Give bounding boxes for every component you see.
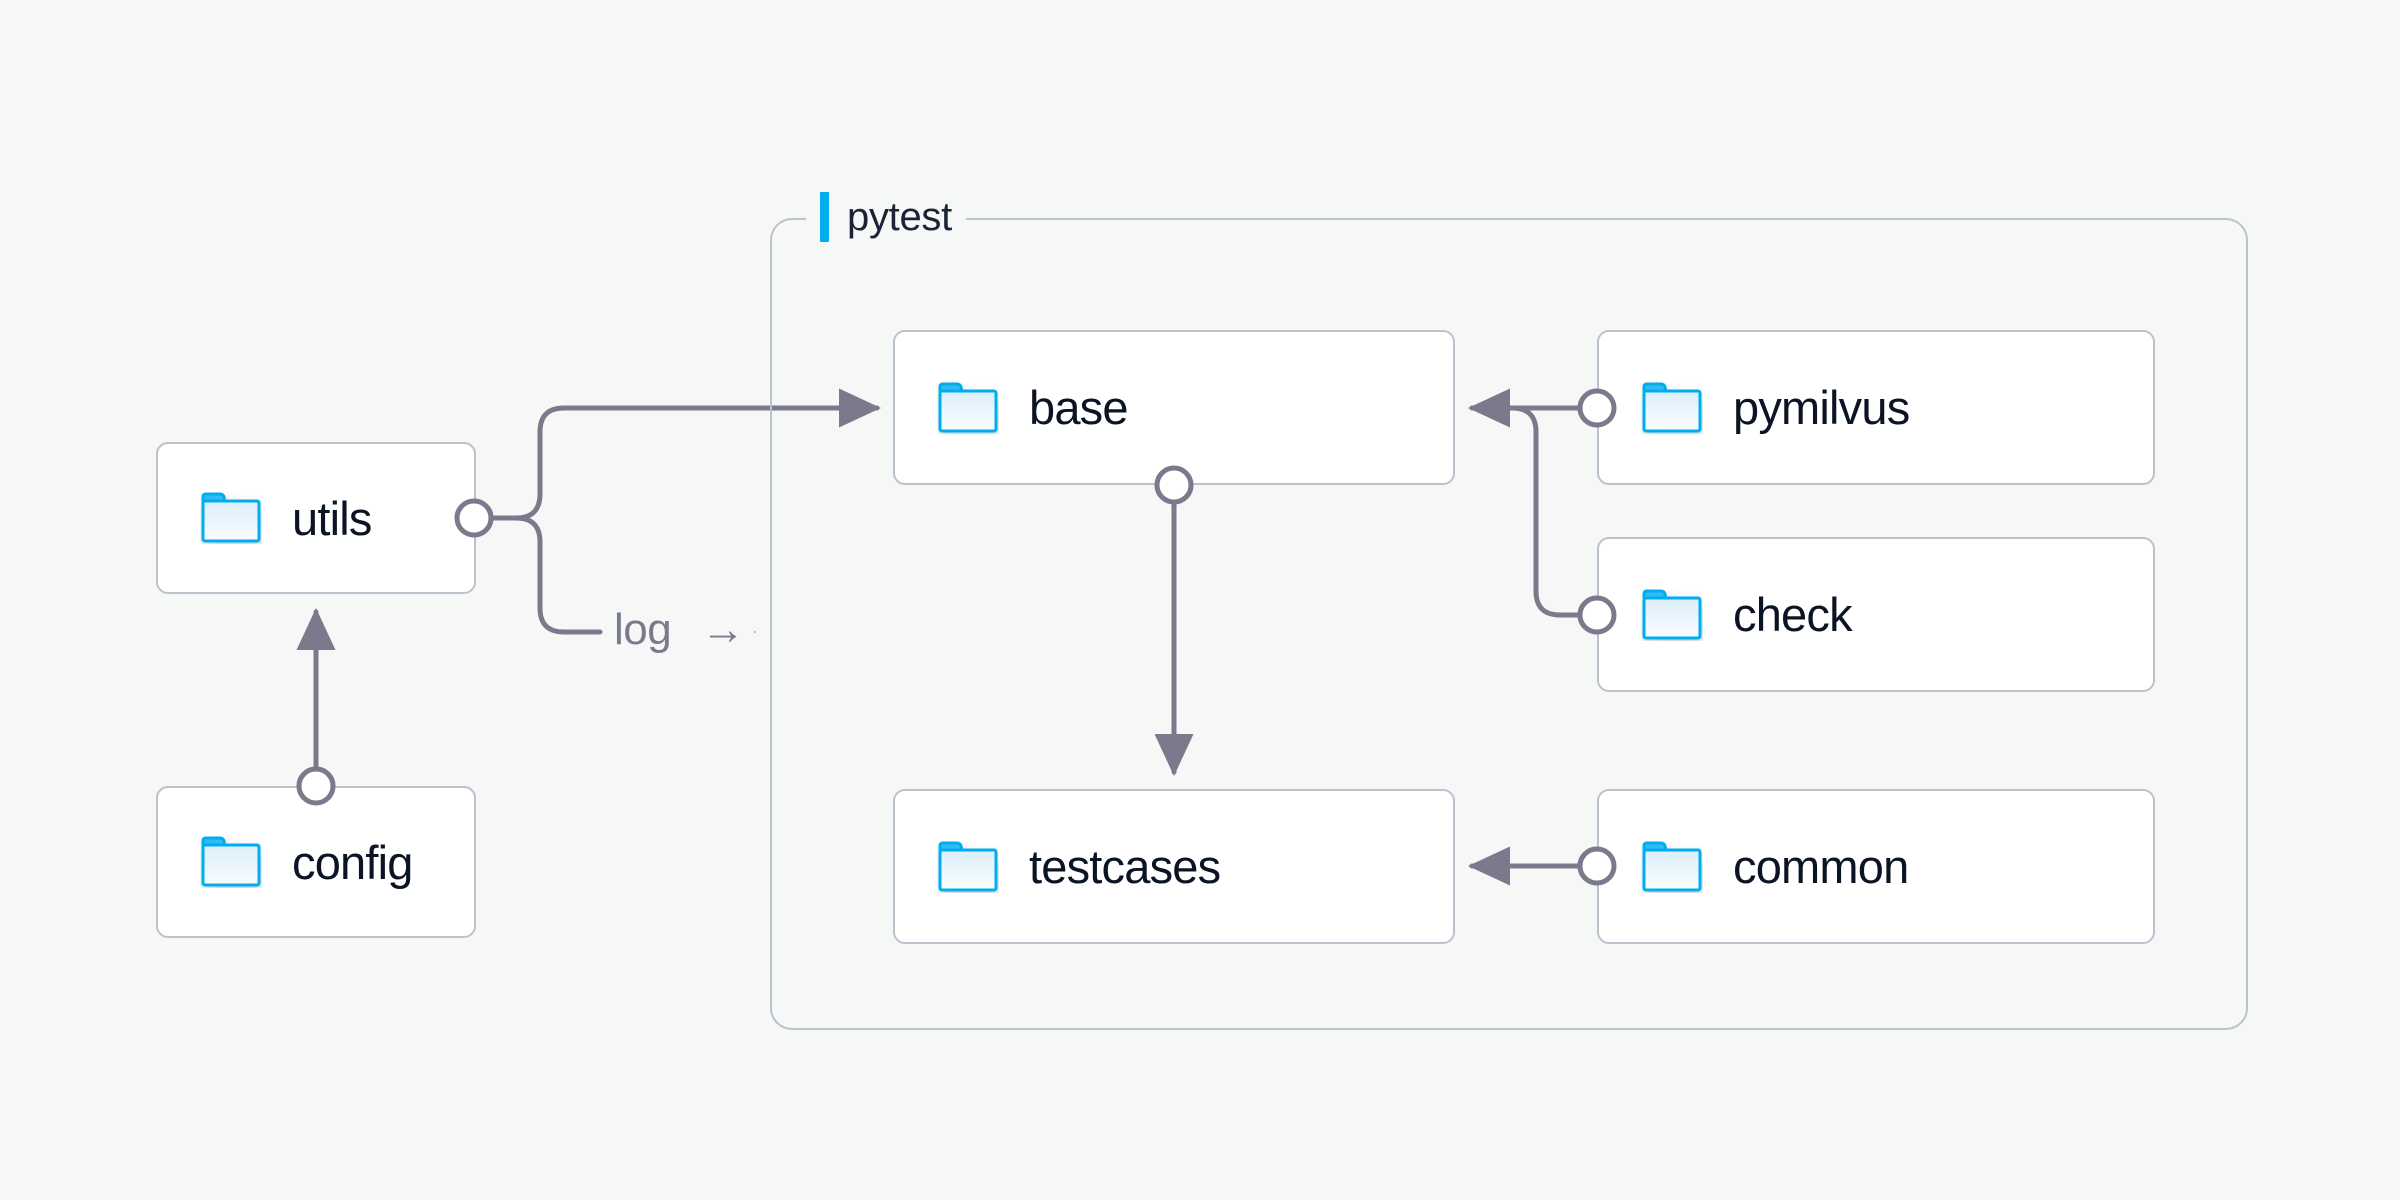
node-config[interactable]: config	[156, 786, 476, 938]
edge-label-log-arrow: →	[700, 605, 745, 654]
node-testcases[interactable]: testcases	[893, 789, 1455, 944]
edge-label-log-text: log	[614, 605, 672, 654]
node-label: common	[1733, 840, 1909, 893]
node-label: utils	[292, 491, 372, 545]
node-common[interactable]: common	[1597, 789, 2155, 944]
group-title-text: pytest	[847, 194, 952, 239]
edge-label-log: log →	[604, 605, 755, 654]
folder-icon	[938, 382, 998, 432]
folder-icon	[201, 492, 261, 543]
node-label: check	[1733, 588, 1853, 641]
node-label: config	[292, 835, 413, 889]
folder-icon	[201, 836, 261, 887]
pytest-group-label: pytest	[806, 188, 966, 246]
folder-icon	[1642, 589, 1702, 639]
node-check[interactable]: check	[1597, 537, 2155, 692]
edge-utils-log-branch	[484, 515, 603, 635]
node-label: testcases	[1029, 840, 1221, 893]
folder-icon	[1642, 841, 1702, 891]
folder-icon	[1642, 382, 1702, 432]
node-base[interactable]: base	[893, 330, 1455, 485]
pytest-group-container	[770, 218, 2248, 1030]
node-label: pymilvus	[1733, 381, 1910, 434]
node-label: base	[1029, 381, 1129, 434]
folder-icon	[938, 841, 998, 891]
node-pymilvus[interactable]: pymilvus	[1597, 330, 2155, 485]
node-utils[interactable]: utils	[156, 442, 476, 594]
group-accent-bar	[820, 192, 829, 242]
